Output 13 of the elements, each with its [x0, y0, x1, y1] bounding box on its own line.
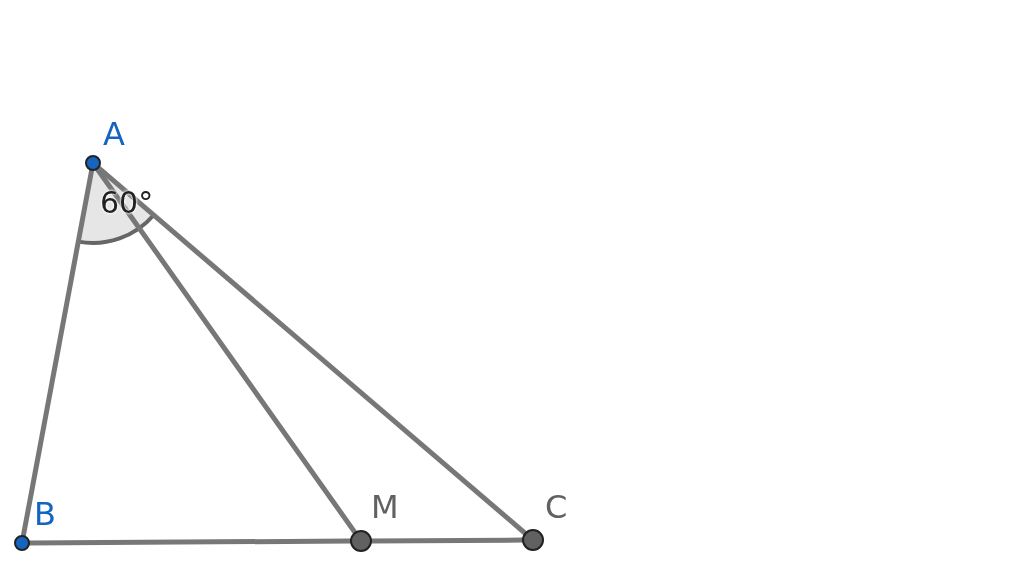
line-segment	[96, 165, 528, 536]
point-label: A	[103, 118, 125, 150]
point-label: C	[545, 491, 568, 523]
line-segment	[20, 169, 95, 537]
point-dot	[85, 155, 101, 171]
point-dot	[350, 530, 372, 552]
line-segment	[371, 537, 523, 544]
point-dot	[14, 535, 30, 551]
line-segment	[95, 167, 358, 535]
point-dot	[522, 529, 544, 551]
point-label: B	[34, 498, 56, 530]
line-segment	[29, 538, 351, 546]
point-label: M	[371, 491, 399, 523]
